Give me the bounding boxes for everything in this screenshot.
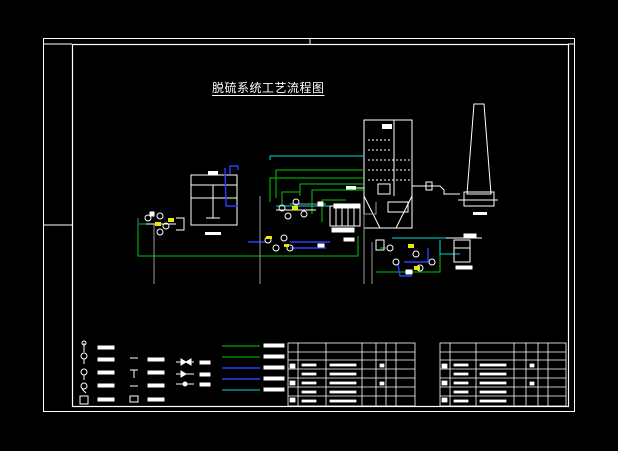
pump-group-mid [276, 198, 324, 220]
equipment-table [287, 342, 416, 407]
outer-frame [43, 38, 575, 412]
chimney [458, 103, 498, 215]
cyan-lines [269, 155, 460, 255]
legend-symbols [79, 340, 285, 405]
slurry-lines [137, 165, 429, 277]
gray-lines [153, 196, 377, 284]
slurry-tank [190, 171, 238, 235]
drawing-title: 脱硫系统工艺流程图 [212, 81, 325, 95]
water-lines [137, 169, 441, 273]
inner-frame [71, 43, 570, 408]
equipment-table-right [439, 342, 567, 407]
absorber-tower [346, 119, 460, 229]
cyclone-filter-block [329, 203, 361, 242]
pump-station-right [375, 233, 482, 275]
pump-group-lower [264, 234, 325, 252]
pump-group-left [144, 211, 185, 236]
